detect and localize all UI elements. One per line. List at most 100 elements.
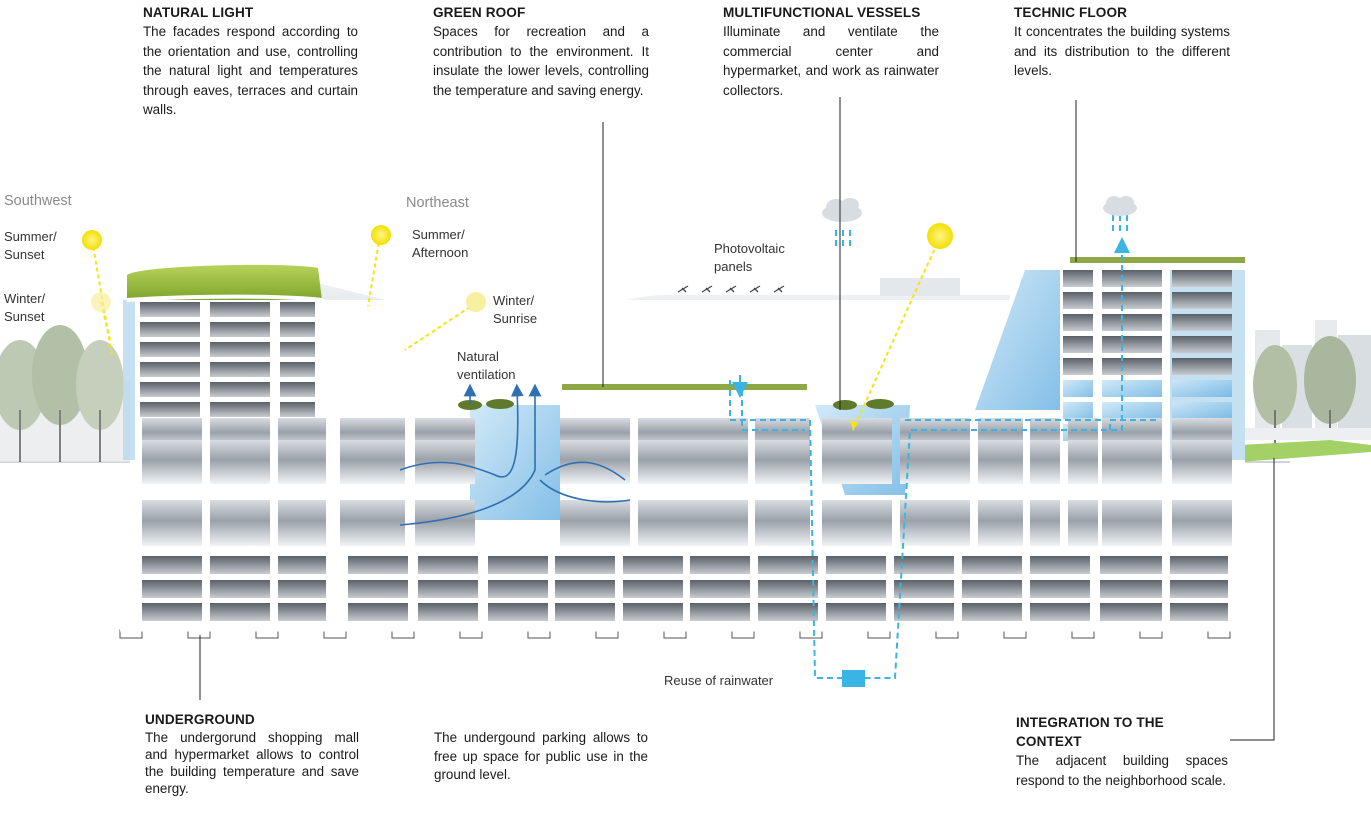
multifunctional-vessels-title: MULTIFUNCTIONAL VESSELS: [723, 5, 921, 20]
floor-cell: [210, 362, 270, 377]
floor-cell: [826, 556, 886, 574]
green-roof-center: [562, 384, 807, 390]
roof-vegetation: [458, 399, 894, 410]
floor-cell: [638, 440, 748, 484]
cloud-icon: [822, 198, 862, 222]
floor-cell: [623, 556, 683, 574]
rainwater-system: [729, 215, 1160, 679]
floor-cell: [488, 580, 548, 598]
floor-cell: [1068, 440, 1098, 484]
floor-cell: [758, 603, 818, 621]
underground-block: UNDERGROUND The undergorund shopping mal…: [145, 710, 359, 797]
integration-text: The adjacent building spaces respond to …: [1016, 753, 1228, 788]
floor-cell: [1068, 500, 1098, 546]
floor-cell: [1102, 358, 1162, 375]
floor-cell: [1172, 270, 1232, 287]
label-summer-afternoon: Summer/ Afternoon: [412, 227, 469, 260]
label-photovoltaic-panels: Photovoltaic panels: [714, 241, 785, 274]
floor-cell: [278, 556, 326, 574]
floor-cell: [555, 580, 615, 598]
floor-cell: [894, 580, 954, 598]
parking-text: The undergound parking allows to free up…: [434, 730, 648, 782]
floor-cell: [278, 580, 326, 598]
floor-cell: [340, 500, 405, 546]
floor-cell: [142, 556, 202, 574]
floor-cell: [900, 440, 970, 484]
rainwater-tank: [842, 670, 865, 687]
floor-cell: [1063, 292, 1093, 309]
floor-cell: [894, 603, 954, 621]
label-northeast: Northeast: [406, 195, 469, 211]
floor-cell: [142, 500, 202, 546]
floor-cell: [822, 500, 892, 546]
technic-floor-title: TECHNIC FLOOR: [1014, 5, 1128, 20]
floor-cell: [623, 580, 683, 598]
floor-cell: [1102, 292, 1162, 309]
floor-cell: [418, 603, 478, 621]
floor-cell: [1170, 603, 1228, 621]
floor-cell: [278, 603, 326, 621]
floor-cell: [826, 580, 886, 598]
green-roof-left: [127, 264, 322, 300]
floor-cell: [690, 580, 750, 598]
main-building-section: [119, 257, 1250, 639]
floor-cell: [826, 603, 886, 621]
floor-cell: [1063, 380, 1093, 397]
label-winter-sunset: Winter/ Sunset: [4, 291, 46, 324]
floor-cell: [962, 580, 1022, 598]
leader-lines: [199, 97, 1275, 741]
floor-cell: [555, 556, 615, 574]
floor-cell: [1030, 440, 1060, 484]
cloud-icon: [1103, 196, 1137, 216]
floor-cell: [278, 440, 326, 484]
floor-cell: [1172, 336, 1232, 353]
natural-light-text: The facades respond according to the ori…: [143, 24, 358, 118]
floor-cell: [1170, 556, 1228, 574]
floor-cell: [278, 500, 326, 546]
green-roof-text: Spaces for recreation and a contribution…: [433, 24, 649, 98]
label-reuse-rainwater: Reuse of rainwater: [664, 673, 774, 688]
floor-cell: [1170, 580, 1228, 598]
floor-cell: [140, 382, 200, 397]
floor-cell: [340, 440, 405, 484]
floor-cell: [210, 342, 270, 357]
floor-cell: [978, 440, 1023, 484]
floor-cell: [488, 556, 548, 574]
floor-cell: [280, 342, 315, 357]
floor-cell: [210, 402, 270, 417]
floor-cell: [1030, 603, 1090, 621]
floor-cell: [140, 362, 200, 377]
green-roof-block: GREEN ROOF Spaces for recreation and a c…: [433, 3, 649, 100]
label-natural-ventilation: Natural ventilation: [457, 349, 516, 382]
floor-cell: [418, 580, 478, 598]
floor-cell: [638, 500, 748, 546]
multifunctional-vessels-block: MULTIFUNCTIONAL VESSELS Illuminate and v…: [723, 3, 939, 100]
floor-cell: [210, 556, 270, 574]
floor-cell: [142, 440, 202, 484]
floor-cell: [140, 402, 200, 417]
floor-cell: [690, 603, 750, 621]
floor-cell: [1102, 402, 1162, 419]
floor-cell: [1030, 580, 1090, 598]
floor-cell: [555, 603, 615, 621]
left-vessel-glazing: [470, 405, 560, 520]
floor-cell: [1030, 500, 1060, 546]
floor-cell: [894, 556, 954, 574]
floor-cell: [348, 603, 408, 621]
underground-text: The undergorund shopping mall and hyperm…: [145, 730, 359, 796]
floor-cell: [758, 580, 818, 598]
floor-cell: [758, 556, 818, 574]
multifunctional-vessels-text: Illuminate and ventilate the commercial …: [723, 24, 939, 98]
sun-icon: [82, 223, 953, 312]
floor-cell: [140, 322, 200, 337]
floor-cell: [822, 440, 892, 484]
floor-cell: [1102, 440, 1162, 484]
natural-light-title: NATURAL LIGHT: [143, 5, 254, 20]
floor-cell: [1172, 500, 1232, 546]
floor-cell: [560, 440, 630, 484]
floor-cell: [755, 500, 810, 546]
floor-cell: [142, 603, 202, 621]
photovoltaic-panels: [677, 285, 785, 293]
integration-title: INTEGRATION TO THE CONTEXT: [1016, 715, 1164, 749]
